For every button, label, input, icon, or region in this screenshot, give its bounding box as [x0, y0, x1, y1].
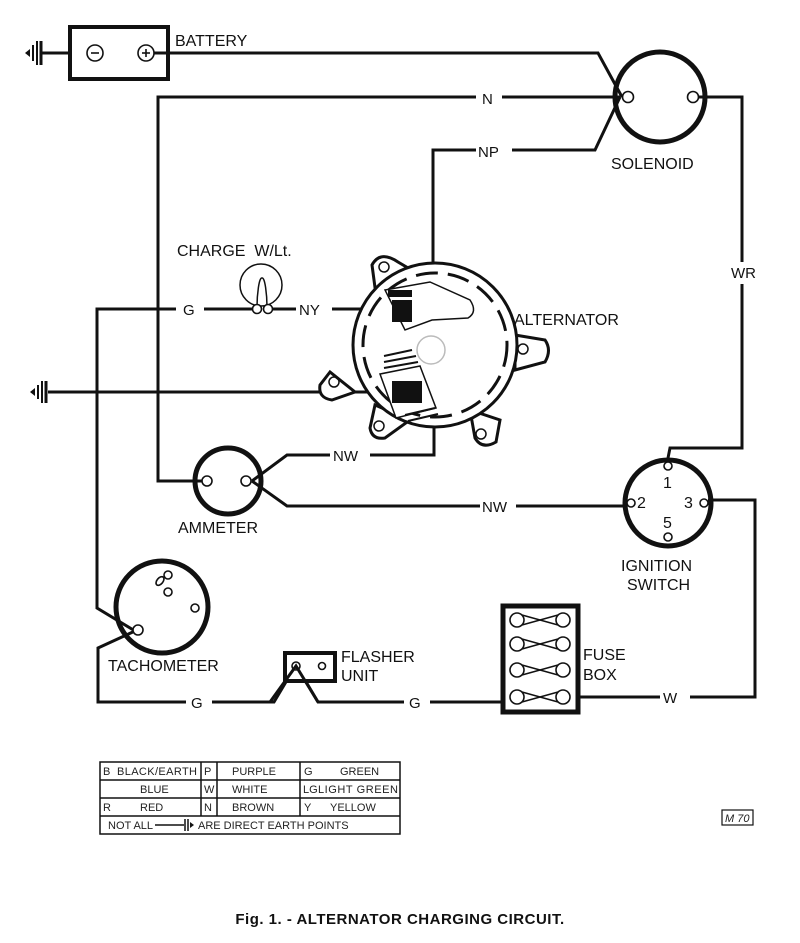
fuse-box-label-2: BOX	[583, 667, 617, 684]
wire-battery-solenoid	[160, 51, 624, 98]
ignition-switch-label-1: IGNITION	[621, 558, 692, 575]
figure-caption: Fig. 1. - ALTERNATOR CHARGING CIRCUIT.	[235, 911, 564, 928]
legend-code-w: W	[204, 784, 215, 796]
wire-label-ny: NY	[299, 302, 320, 319]
battery: BATTERY	[25, 25, 248, 81]
alternator-label: ALTERNATOR	[514, 312, 619, 329]
reference-code-text: M 70	[725, 813, 750, 825]
flasher-unit-label-2: UNIT	[341, 668, 379, 685]
fuse-3	[509, 662, 571, 678]
wire-n	[156, 95, 620, 483]
legend-color-purple: PURPLE	[232, 766, 276, 778]
legend-color-white: WHITE	[232, 784, 267, 796]
wire-np	[431, 96, 622, 298]
legend-color-blue: BLUE	[140, 784, 169, 796]
legend-color-green: GREEN	[340, 766, 379, 778]
legend-code-n: N	[204, 802, 212, 814]
earth-symbol-icon	[25, 41, 43, 65]
solenoid-label: SOLENOID	[611, 156, 694, 173]
earth-symbol-icon	[30, 381, 48, 403]
wire-label-np: NP	[478, 144, 499, 161]
legend-code-r: R	[103, 802, 111, 814]
reference-code: M 70	[721, 809, 754, 826]
wire-label-nw-ignition: NW	[482, 499, 508, 516]
wire-label-nw-alternator: NW	[333, 448, 359, 465]
fuse-1	[509, 612, 571, 628]
fuse-4	[509, 689, 571, 705]
fuse-box: FUSE BOX	[500, 603, 626, 715]
ignition-switch: 1 2 3 5 IGNITION SWITCH	[621, 457, 714, 594]
charge-warning-light-label: CHARGE W/Lt.	[177, 243, 292, 260]
legend-color-red: RED	[140, 802, 163, 814]
color-legend: B BLACK/EARTH P PURPLE G GREEN BLUE W WH…	[99, 761, 401, 835]
wire-label-wr: WR	[731, 265, 756, 282]
tachometer-label: TACHOMETER	[108, 658, 219, 675]
legend-color-black: BLACK/EARTH	[117, 766, 197, 778]
ignition-terminal-2: 2	[637, 495, 646, 512]
ammeter-label: AMMETER	[178, 520, 258, 537]
alternator: ALTERNATOR	[318, 255, 619, 447]
legend-code-p: P	[204, 766, 211, 778]
charge-warning-light: CHARGE W/Lt.	[177, 243, 292, 315]
legend-note-suffix: ARE DIRECT EARTH POINTS	[198, 820, 349, 832]
wire-labels: N NP WR G NY NW NW G G W	[176, 88, 762, 712]
legend-note-prefix: NOT ALL	[108, 820, 153, 832]
legend-code-lg: LG	[303, 784, 318, 796]
wire-wr	[666, 95, 744, 459]
tachometer: TACHOMETER	[108, 558, 219, 675]
ammeter: AMMETER	[178, 445, 264, 537]
wire-label-n: N	[482, 91, 493, 108]
ignition-terminal-1: 1	[663, 475, 672, 492]
earth-symbol-icon	[155, 819, 194, 831]
wire-label-g-tacho: G	[191, 695, 203, 712]
flasher-unit: FLASHER UNIT	[268, 649, 415, 703]
fuse-box-label-1: FUSE	[583, 647, 626, 664]
ignition-switch-label-2: SWITCH	[627, 577, 690, 594]
fuse-2	[509, 636, 571, 652]
legend-color-light-green: LIGHT GREEN	[318, 784, 398, 796]
wire-label-g-warning: G	[183, 302, 195, 319]
battery-label: BATTERY	[175, 33, 248, 50]
solenoid: SOLENOID	[611, 49, 708, 173]
legend-code-g: G	[304, 766, 313, 778]
flasher-unit-label-1: FLASHER	[341, 649, 415, 666]
wire-nw-ignition	[251, 479, 623, 508]
ignition-terminal-5: 5	[663, 515, 672, 532]
legend-color-yellow: YELLOW	[330, 802, 376, 814]
legend-code-b: B	[103, 766, 110, 778]
wire-label-g-fuse: G	[409, 695, 421, 712]
legend-code-y: Y	[304, 802, 312, 814]
legend-color-brown: BROWN	[232, 802, 274, 814]
ignition-terminal-3: 3	[684, 495, 693, 512]
wire-label-w: W	[663, 690, 678, 707]
